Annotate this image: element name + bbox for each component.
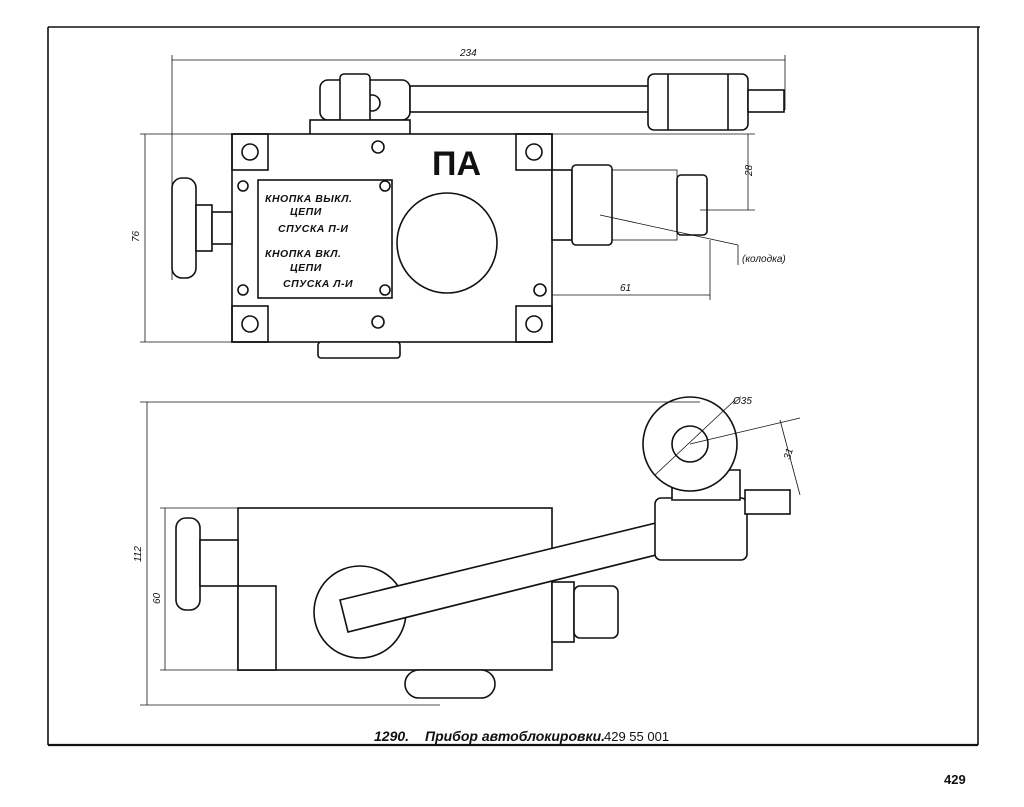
figure-caption: 1290. Прибор автоблокировки. 429 55 001 <box>374 728 669 744</box>
top-view: 234 КНОПКА ВЫКЛ. ЦЕПИ СПУСК <box>131 48 786 359</box>
corner-screws <box>231 133 553 343</box>
dim-diameter-35: Ø35 <box>732 396 752 407</box>
dim-112: 112 <box>133 546 144 562</box>
caption-code: 429 55 001 <box>604 729 669 744</box>
marking-pa: ПА <box>432 145 481 183</box>
dim-31: 31 <box>782 447 796 461</box>
plate-line-6: СПУСКА Л-И <box>283 278 353 290</box>
dim-234: 234 <box>459 48 477 59</box>
dim-76: 76 <box>131 230 142 242</box>
side-view: Ø35 31 112 60 <box>133 396 801 706</box>
dim-60: 60 <box>152 592 163 604</box>
caption-title: Прибор автоблокировки. <box>425 728 605 744</box>
page-number: 429 <box>944 772 966 787</box>
plate-line-3: СПУСКА П-И <box>278 223 348 235</box>
connector-label: (колодка) <box>742 254 786 265</box>
caption-number: 1290. <box>374 728 409 744</box>
dim-61: 61 <box>620 283 631 294</box>
plate-line-5: ЦЕПИ <box>290 262 322 274</box>
plate-line-2: ЦЕПИ <box>290 206 322 218</box>
plate-line-1: КНОПКА ВЫКЛ. <box>265 193 352 205</box>
dim-28: 28 <box>744 164 755 177</box>
plate-line-4: КНОПКА ВКЛ. <box>265 248 341 260</box>
drawing-frame <box>47 26 980 747</box>
